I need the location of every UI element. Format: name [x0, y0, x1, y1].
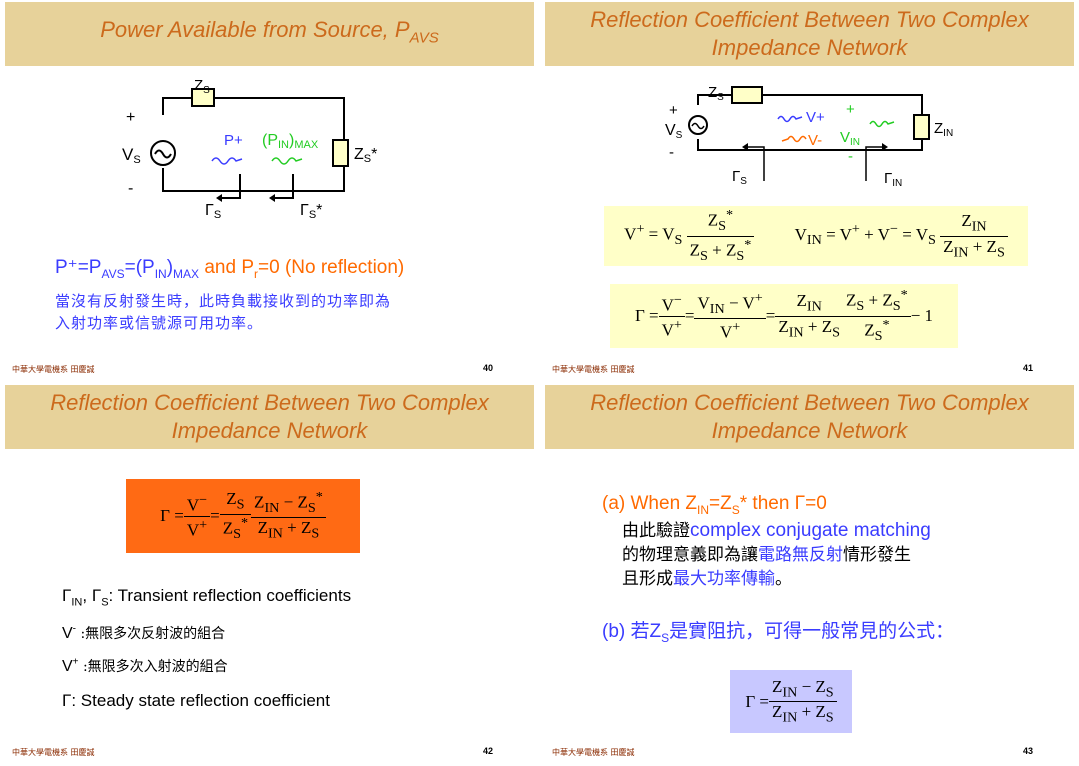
- svg-text:V+: V+: [806, 109, 825, 126]
- transmitted-wave-icon: [271, 157, 303, 165]
- pin-max-label: (PIN)MAX: [262, 132, 319, 151]
- slide-41: Reflection Coefficient Between Two Compl…: [540, 0, 1079, 383]
- footer-author: 中華大學電機系 田慶誠: [552, 748, 635, 757]
- slide-title: Power Available from Source, PAVS: [5, 2, 534, 66]
- minus-label: -: [128, 180, 133, 197]
- voltage-equations: V+ = VS ZS*ZS + ZS* VIN = V+ + V− = VS Z…: [604, 206, 1028, 266]
- definition-v-plus: V+ :無限多次入射波的組合: [62, 656, 228, 675]
- footer-author: 中華大學電機系 田慶誠: [12, 365, 95, 374]
- vs-label: VS: [122, 145, 141, 166]
- svg-text:V-: V-: [808, 132, 822, 149]
- svg-text:+: +: [669, 102, 678, 119]
- slide-title: Reflection Coefficient Between Two Compl…: [5, 385, 534, 449]
- page-number: 40: [482, 363, 493, 373]
- circuit-diagram: ZS + VS - V+ V- + VIN - ZIN ΓS ΓIN: [665, 84, 953, 189]
- load-label: ZS*: [354, 146, 377, 165]
- impedance-zs: [731, 86, 763, 104]
- svg-text:VS: VS: [665, 122, 683, 141]
- svg-text:ΓIN: ΓIN: [884, 170, 902, 189]
- page-number: 41: [1022, 363, 1033, 373]
- slide-title: Reflection Coefficient Between Two Compl…: [545, 2, 1074, 66]
- definition-gamma: Γ: Steady state reflection coefficient: [62, 691, 330, 710]
- zs-label: ZS: [194, 78, 210, 96]
- circuit-diagram: ZS + VS - P+ (PIN)MAX ZS* ΓS ΓS*: [122, 78, 377, 221]
- case-a-heading: (a) When ZIN=ZS* then Γ=0: [602, 493, 827, 517]
- plus-label: +: [126, 109, 135, 126]
- svg-text:-: -: [848, 148, 853, 165]
- page-number: 42: [482, 746, 493, 756]
- title-sub: AVS: [409, 29, 439, 47]
- footer-author: 中華大學電機系 田慶誠: [12, 748, 95, 757]
- slide-title: Reflection Coefficient Between Two Compl…: [545, 385, 1074, 449]
- svg-text:-: -: [669, 144, 674, 161]
- svg-text:ZS: ZS: [708, 84, 724, 103]
- page-number: 43: [1022, 746, 1033, 756]
- reflected-wave-icon: [781, 135, 807, 143]
- impedance-zin: [913, 114, 930, 140]
- footer-author: 中華大學電機系 田慶誠: [552, 365, 635, 374]
- title-text: Power Available from Source, P: [100, 16, 410, 42]
- svg-text:+: +: [846, 101, 855, 118]
- case-a-explanation: 由此驗證complex conjugate matching 的物理意義即為讓電…: [622, 520, 931, 589]
- definition-gamma-in-s: ΓIN, ΓS: Transient reflection coefficien…: [62, 586, 352, 609]
- pplus-label: P+: [224, 132, 243, 149]
- svg-text:ΓS: ΓS: [732, 168, 747, 187]
- gamma-s-label: ΓS: [205, 202, 221, 221]
- definition-v-minus: V- :無限多次反射波的組合: [62, 623, 226, 642]
- transmitted-wave-icon: [869, 120, 895, 128]
- chinese-note: 當沒有反射發生時，此時負載接收到的功率即為 入射功率或信號源可用功率。: [55, 292, 392, 332]
- slide-43: Reflection Coefficient Between Two Compl…: [540, 383, 1079, 766]
- svg-text:ZIN: ZIN: [934, 120, 953, 139]
- svg-text:VIN: VIN: [840, 129, 860, 148]
- gamma-s-conj-label: ΓS*: [300, 202, 322, 221]
- impedance-load: [332, 139, 349, 167]
- case-b-heading: (b) 若ZS是實阻抗，可得一般常見的公式：: [602, 620, 955, 645]
- pavs-equation: P⁺=PAVS=(PIN)MAX and Pr=0 (No reflection…: [55, 257, 405, 281]
- slide-42: Reflection Coefficient Between Two Compl…: [0, 383, 539, 766]
- incident-wave-icon: [211, 157, 243, 165]
- incident-wave-icon: [777, 115, 803, 123]
- slide-40: Power Available from Source, PAVS ZS + V…: [0, 0, 539, 383]
